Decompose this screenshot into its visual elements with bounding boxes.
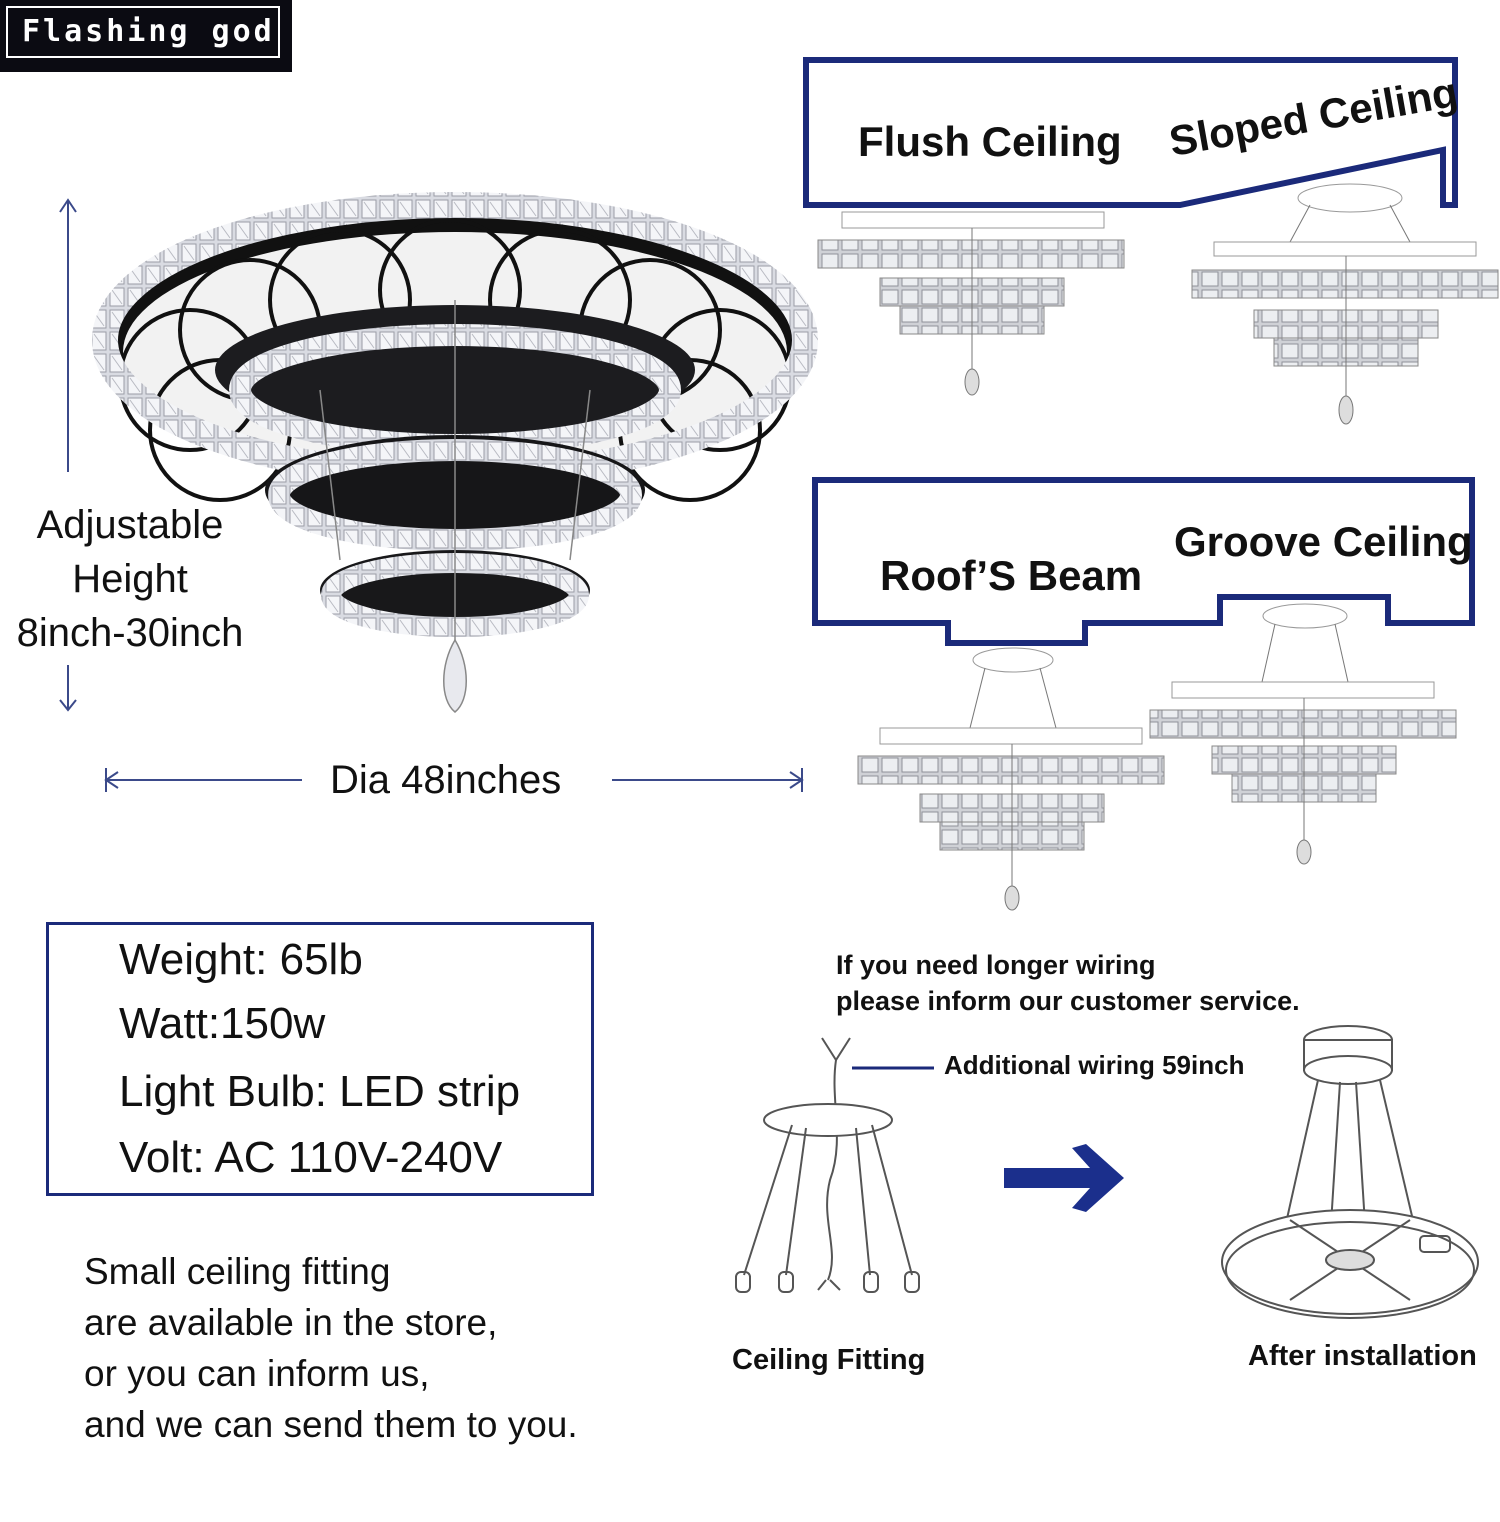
diameter-label: Dia 48inches (330, 758, 562, 802)
height-line-2: Height (72, 557, 188, 601)
additional-wiring-label: Additional wiring 59inch (944, 1050, 1245, 1080)
hanging-wires (319, 300, 591, 640)
flush-sloped-frame (803, 57, 1458, 208)
flush-ceiling-label: Flush Ceiling (858, 118, 1122, 165)
note-line-2: are available in the store, (84, 1302, 498, 1343)
crystal-pendant (443, 638, 467, 713)
ceiling-fitting-diagram (735, 1037, 920, 1293)
height-dimension-line (59, 198, 77, 712)
spec-volt: Volt: AC 110V-240V (119, 1133, 503, 1182)
note-line-3: or you can inform us, (84, 1353, 430, 1394)
spec-weight: Weight: 65lb (119, 935, 363, 984)
sloped-ceiling-diagram (1191, 183, 1499, 425)
brand-logo: Flashing god (0, 0, 292, 72)
height-line-1: Adjustable (36, 503, 224, 547)
spec-watt: Watt:150w (119, 999, 326, 1048)
ceiling-frames (803, 57, 1475, 646)
after-installation-label: After installation (1248, 1340, 1477, 1372)
roof-beam-label: Roof’S Beam (880, 552, 1143, 599)
store-note: Small ceiling fitting are available in t… (84, 1246, 578, 1450)
after-installation-diagram (1221, 1025, 1479, 1319)
specifications-box: Weight: 65lb Watt:150w Light Bulb: LED s… (46, 922, 594, 1196)
brand-frame (6, 6, 280, 58)
note-line-4: and we can send them to you. (84, 1404, 578, 1445)
right-arrow-icon (1004, 1144, 1124, 1212)
wiring-note-line-2: please inform our customer service. (836, 986, 1300, 1016)
diameter-dimension-line (104, 768, 804, 792)
groove-ceiling-diagram (1149, 603, 1457, 865)
height-line-3: 8inch-30inch (16, 611, 244, 655)
roof-beam-diagram (857, 647, 1165, 911)
beam-groove-frame (812, 477, 1475, 646)
wiring-note-line-1: If you need longer wiring (836, 950, 1156, 980)
height-dimension-label: Adjustable Height 8inch-30inch (10, 498, 250, 660)
spec-bulb: Light Bulb: LED strip (119, 1067, 521, 1116)
flush-ceiling-diagram (817, 211, 1125, 396)
note-line-1: Small ceiling fitting (84, 1251, 391, 1292)
groove-ceiling-label: Groove Ceiling (1174, 518, 1473, 565)
brand-name: Flashing god (22, 14, 275, 49)
ceiling-fitting-label: Ceiling Fitting (732, 1344, 926, 1376)
